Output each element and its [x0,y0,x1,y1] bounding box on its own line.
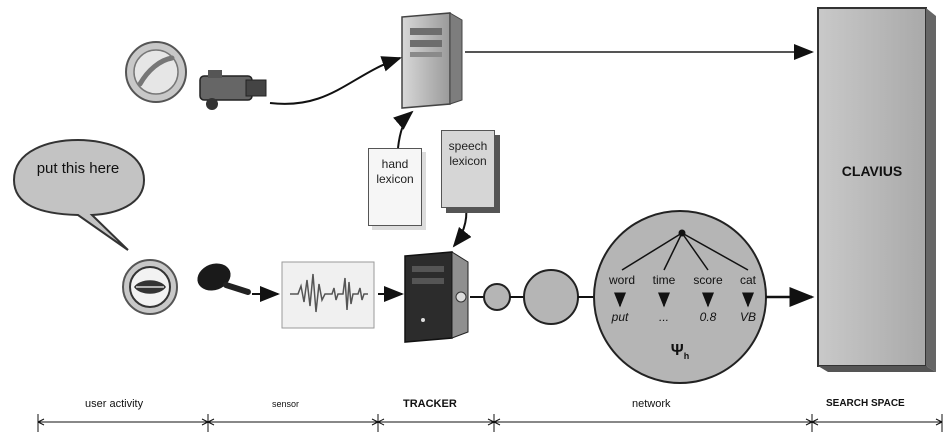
speech-lexicon-line1: speech [448,139,488,153]
microphone-icon [197,263,251,295]
hand-lexicon: hand lexicon [368,148,422,226]
field-cat: cat [740,273,757,287]
hand-lexicon-line2: lexicon [376,172,414,186]
value-cat: VB [740,310,756,324]
field-time: time [653,273,676,287]
network-node-medium [523,269,579,325]
network-node-small [483,283,511,311]
field-score: score [693,273,723,287]
psi-symbol: Ψh [671,342,689,361]
network-node-large: word time score cat put ... 0.8 VB Ψh [593,210,767,384]
clavius-label: CLAVIUS [842,163,902,179]
server-top-icon [401,12,463,109]
gesture-disc-icon [125,41,187,103]
waveform-icon [281,261,375,329]
speech-lexicon-line2: lexicon [449,154,487,168]
speech-bubble [12,138,146,251]
speech-bubble-text: put this here [36,160,120,177]
camera-icon [199,70,267,110]
stage-label-search-space: SEARCH SPACE [826,398,905,409]
stage-label-tracker: TRACKER [403,398,457,410]
stage-timeline [37,414,943,432]
value-word: put [611,310,629,324]
field-word: word [608,273,635,287]
hand-lexicon-line1: hand [381,157,409,171]
stage-label-sensor: sensor [272,399,300,409]
stage-label-network: network [632,398,671,410]
stage-label-user-activity: user activity [85,398,144,410]
value-time: ... [659,310,669,324]
search-space-box: CLAVIUS [817,7,936,372]
mouth-icon [122,259,178,315]
speech-lexicon: speech lexicon [441,130,495,208]
value-score: 0.8 [700,310,717,324]
server-bottom-icon [404,251,469,343]
